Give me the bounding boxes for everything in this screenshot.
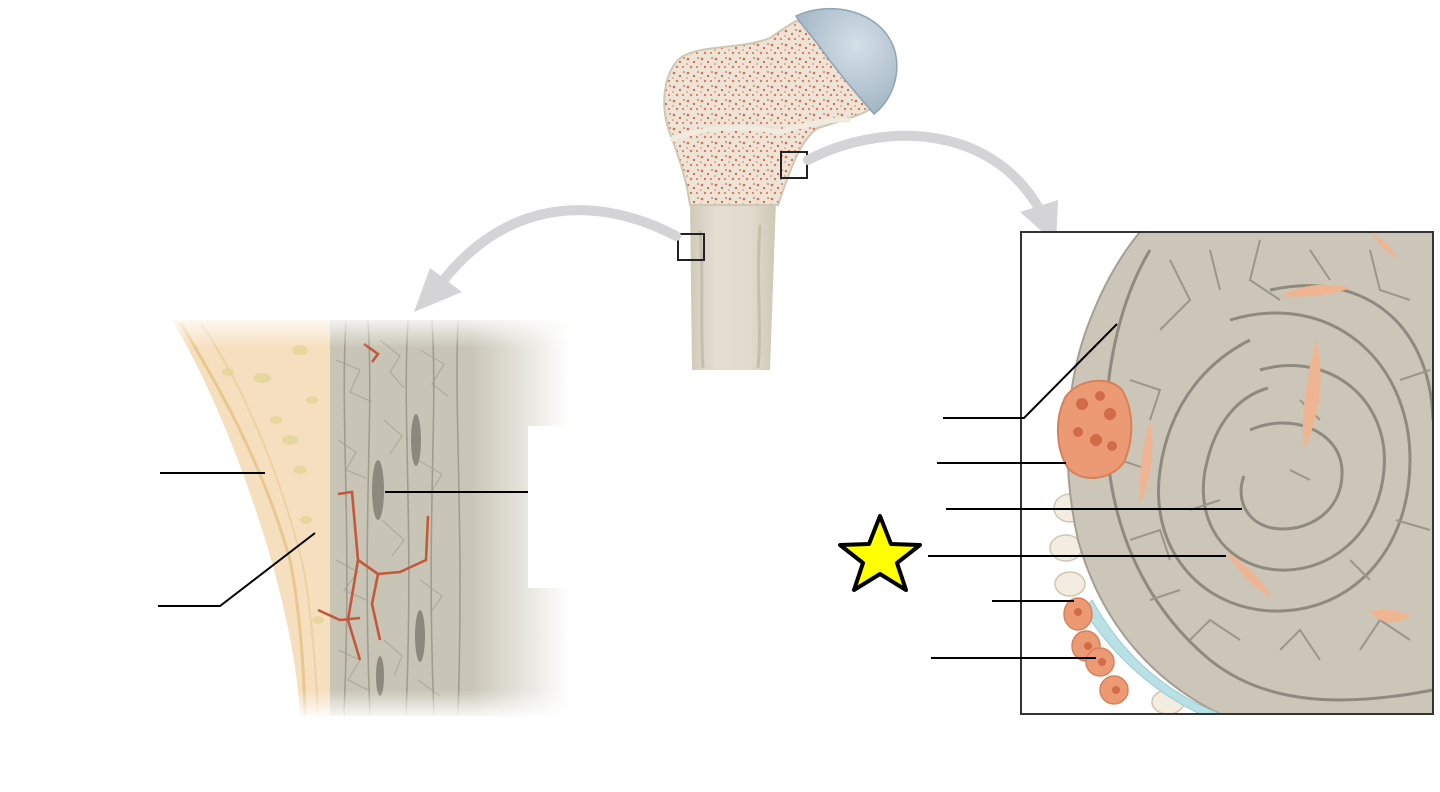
femur-shaft [690, 200, 776, 370]
osteocytes [372, 414, 425, 696]
leader-line-left-2 [158, 532, 316, 607]
label-blank-right [528, 426, 574, 588]
compact-bone-selection-box [677, 233, 705, 261]
spongy-bone-selection-box [780, 151, 808, 179]
inset-frame [1020, 231, 1434, 715]
star-icon [838, 514, 922, 592]
femur-illustration [663, 7, 898, 370]
compact-bone-matrix [330, 320, 470, 716]
spongy-bone-inset [1020, 231, 1434, 715]
marrow-spaces [1139, 234, 1410, 623]
bone-lining-layer [1083, 599, 1221, 714]
zoom-arrow-right [803, 130, 1045, 215]
leader-lines [158, 323, 1242, 659]
osteoclast [1056, 379, 1133, 480]
articular-cartilage [794, 7, 898, 116]
leader-line-right-1 [943, 323, 1118, 419]
zoom-arrow-left [437, 205, 681, 287]
compact-bone-panel [160, 312, 580, 720]
